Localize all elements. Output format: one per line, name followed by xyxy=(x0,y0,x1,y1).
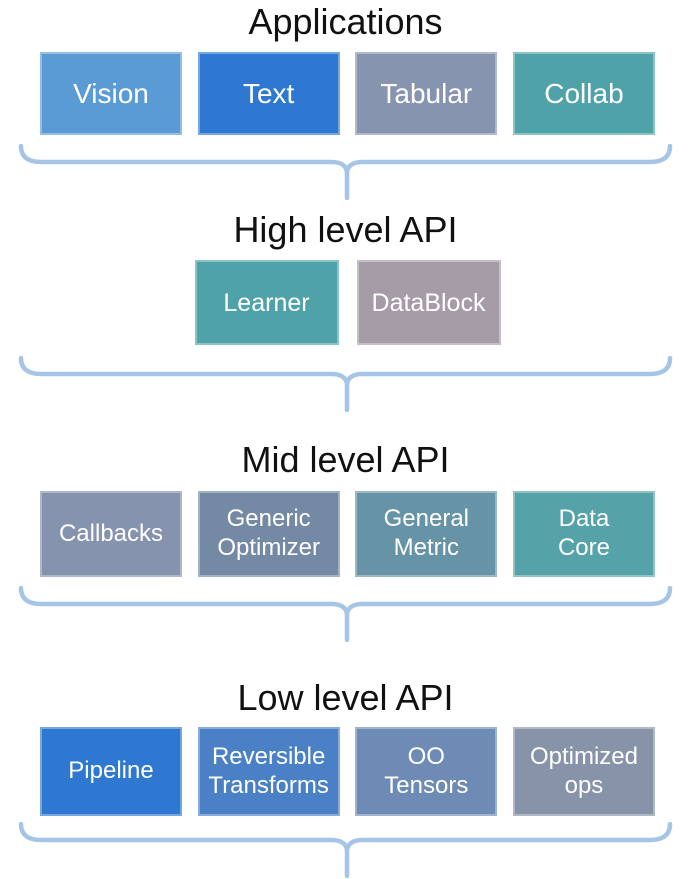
section-title-high-level-api: High level API xyxy=(233,209,458,250)
underbrace-applications xyxy=(18,144,673,200)
box-pipeline: Pipeline xyxy=(40,727,182,816)
applications-row: Vision Text Tabular Collab xyxy=(40,52,655,135)
box-data-core: Data Core xyxy=(512,491,655,577)
low-level-row: Pipeline Reversible Transforms OO Tensor… xyxy=(40,727,655,816)
box-reversible-transforms: Reversible Transforms xyxy=(197,727,340,816)
box-tabular: Tabular xyxy=(355,52,498,135)
box-optimized-ops: Optimized ops xyxy=(512,727,655,816)
box-generic-optimizer: Generic Optimizer xyxy=(197,491,340,577)
section-title-mid-level-api: Mid level API xyxy=(241,439,450,480)
box-vision: Vision xyxy=(40,52,182,135)
underbrace-low-level xyxy=(18,822,673,878)
mid-level-row: Callbacks Generic Optimizer General Metr… xyxy=(40,491,655,577)
section-title-applications: Applications xyxy=(248,1,443,42)
box-collab: Collab xyxy=(512,52,655,135)
box-callbacks: Callbacks xyxy=(40,491,182,577)
section-title-low-level-api: Low level API xyxy=(237,677,454,718)
box-general-metric: General Metric xyxy=(355,491,498,577)
underbrace-high-level xyxy=(18,356,673,412)
box-datablock: DataBlock xyxy=(356,260,501,345)
box-oo-tensors: OO Tensors xyxy=(355,727,498,816)
box-text: Text xyxy=(197,52,340,135)
high-level-row: Learner DataBlock xyxy=(40,260,655,345)
underbrace-mid-level xyxy=(18,586,673,642)
box-learner: Learner xyxy=(194,260,339,345)
